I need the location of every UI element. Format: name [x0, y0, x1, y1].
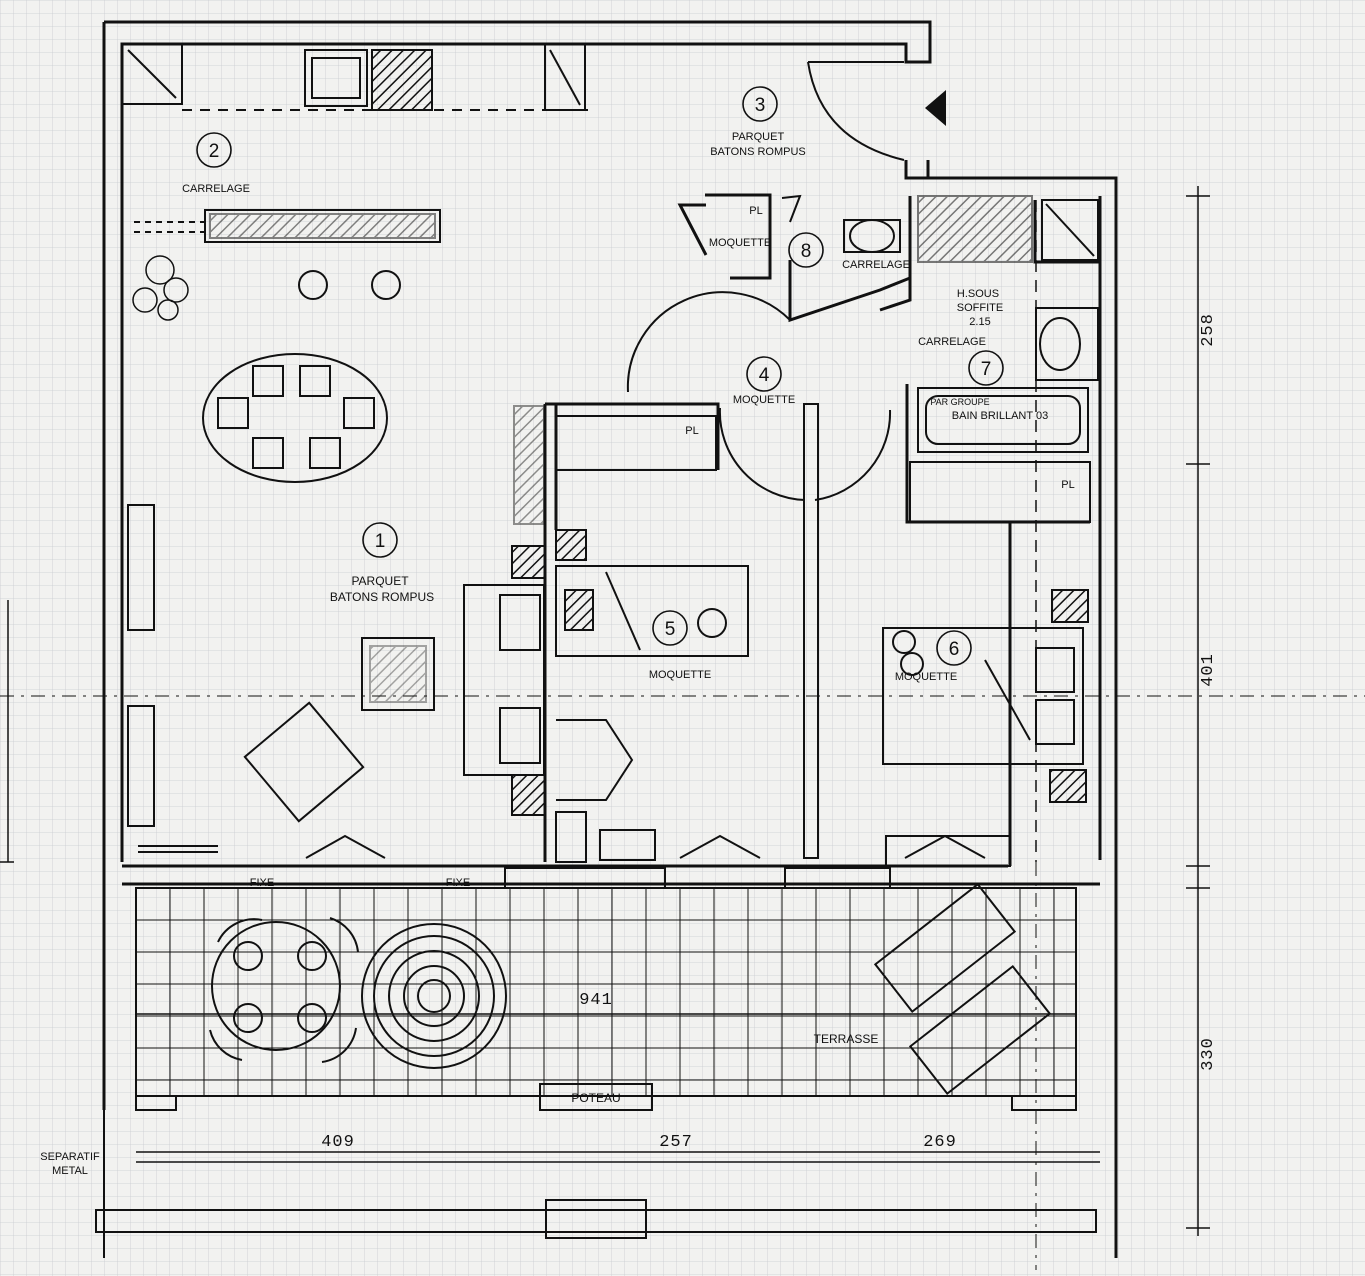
separator-label-2: METAL — [52, 1165, 88, 1177]
room-6-floor-label: MOQUETTE — [895, 671, 957, 683]
terrace-width-dimension: 941 — [579, 991, 613, 1010]
bedroom-5-furniture — [513, 405, 749, 863]
soffit-label-2: SOFFITE — [957, 302, 1003, 314]
room-number-1: 1 — [362, 522, 398, 558]
svg-text:8: 8 — [801, 241, 812, 262]
fixed-window-label-1: FIXE — [250, 877, 274, 889]
bathroom-fixtures — [781, 194, 1099, 523]
room-1-floor-label: PARQUET — [351, 574, 409, 588]
room-5-floor-label: MOQUETTE — [649, 669, 711, 681]
soffit-label-3: 2.15 — [969, 316, 990, 328]
kitchen-counter — [121, 43, 590, 111]
separator-label-1: SEPARATIF — [40, 1151, 100, 1163]
room-number-4: 4 — [746, 356, 782, 392]
svg-text:3: 3 — [755, 95, 766, 116]
terrace-tiles — [136, 888, 1076, 1096]
pillar-label: POTEAU — [571, 1091, 620, 1105]
segment-1-dimension: 409 — [321, 1133, 355, 1152]
room-8-floor-label: CARRELAGE — [842, 259, 910, 271]
kitchen-bar — [134, 209, 441, 300]
bath-model-label: BAIN BRILLANT 03 — [952, 410, 1048, 422]
room-2-floor-label: CARRELAGE — [182, 183, 250, 195]
room-1-floor-label-2: BATONS ROMPUS — [330, 590, 434, 604]
kitchen-plant-icon — [132, 255, 189, 321]
hall-doors — [626, 291, 892, 859]
entry-arrow-icon — [925, 90, 946, 126]
room-number-6: 6 — [936, 630, 972, 666]
svg-text:1: 1 — [375, 531, 386, 552]
room-7-floor-label: CARRELAGE — [918, 336, 986, 348]
terrace — [95, 887, 1100, 1258]
living-furniture — [127, 504, 546, 853]
fixed-window-label-2: FIXE — [446, 877, 470, 889]
svg-text:4: 4 — [759, 365, 770, 386]
closet-pl-label-2: PL — [685, 425, 698, 437]
closet-pl-label-3: PL — [1061, 479, 1074, 491]
terrace-sunloungers — [873, 882, 1052, 1096]
room-number-8: 8 — [788, 232, 824, 268]
terrace-parasol — [361, 923, 507, 1069]
side-3-dimension: 330 — [1199, 1037, 1218, 1071]
room-3-floor-label-2: BATONS ROMPUS — [710, 146, 806, 158]
segment-3-dimension: 269 — [923, 1133, 957, 1152]
terrace-table-set — [209, 917, 359, 1063]
room-3-floor-label: PARQUET — [732, 131, 785, 143]
closet-pl-label-1: PL — [749, 205, 762, 217]
terrace-label: TERRASSE — [814, 1032, 879, 1046]
soffit-label-1: H.SOUS — [957, 288, 999, 300]
side-1-dimension: 258 — [1199, 313, 1218, 347]
side-2-dimension: 401 — [1199, 653, 1218, 687]
svg-text:7: 7 — [981, 359, 992, 380]
bedroom-6-furniture — [882, 200, 1089, 862]
svg-text:5: 5 — [665, 619, 676, 640]
room-number-3: 3 — [742, 86, 778, 122]
dining-table — [202, 353, 388, 483]
entry-door[interactable] — [807, 61, 905, 161]
svg-text:6: 6 — [949, 639, 960, 660]
segment-2-dimension: 257 — [659, 1133, 693, 1152]
room-4-floor-label: MOQUETTE — [733, 394, 795, 406]
bath-group-label: PAR GROUPE — [930, 397, 989, 407]
room-number-2: 2 — [196, 132, 232, 168]
room-number-5: 5 — [652, 610, 688, 646]
dimension-lines — [0, 186, 1365, 1270]
svg-text:2: 2 — [209, 141, 220, 162]
closet-floor-label: MOQUETTE — [709, 237, 771, 249]
room-number-7: 7 — [968, 350, 1004, 386]
